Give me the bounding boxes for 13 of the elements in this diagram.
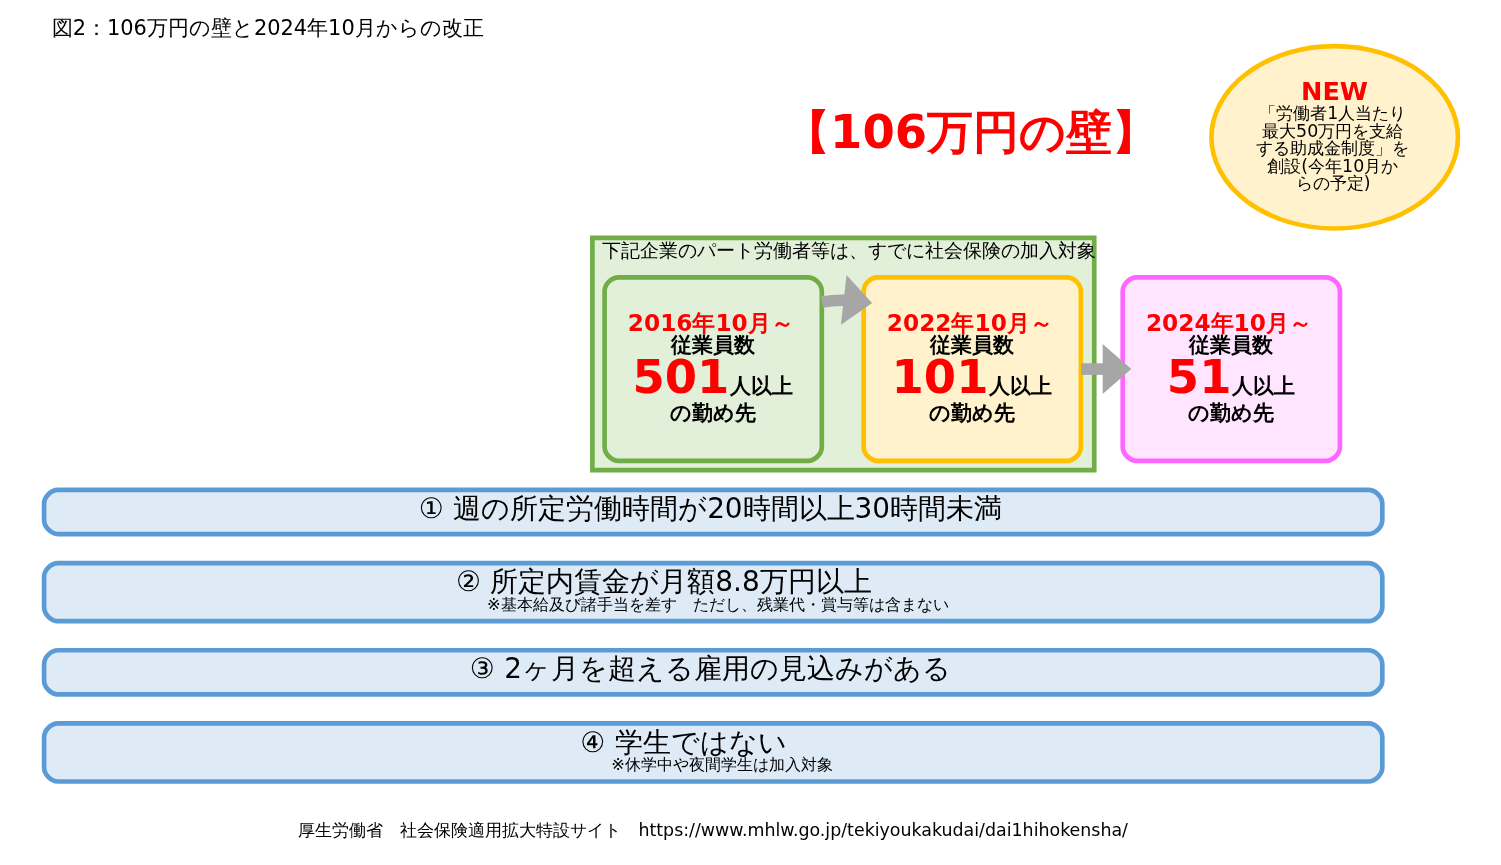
node-box: 2016年10月～ 従業員数 501人以上 の勤め先 (601, 274, 824, 463)
label: 【106万円の壁】 (783, 104, 1158, 159)
node-box: ① 週の所定労働時間が20時間以上30時間未満 (41, 487, 1385, 536)
node-box: 2022年10月～ 従業員数 101人以上 の勤め先 (860, 274, 1083, 463)
node-box: ④ 学生ではない ※休学中や夜間学生は加入対象 (41, 720, 1385, 784)
diagram-title: 図2：106万円の壁と2024年10月からの改正 (51, 15, 484, 40)
node-ellipse: NEW 「労働者1人当たり最大50万円を支給する助成金制度」を創設(今年10月からの予定) (1208, 43, 1460, 231)
label: 厚生労働省 社会保険適用拡大特設サイト https://www.mhlw.go.jp/tekiyoukakudai/dai1hihokensha/ (297, 819, 1128, 840)
arrow (820, 274, 872, 325)
node-box: 2024年10月～ 従業員数 51人以上 の勤め先 (1119, 274, 1342, 463)
node-box: ③ 2ヶ月を超える雇用の見込みがある (41, 647, 1385, 697)
arrow (1080, 343, 1131, 394)
node-box: ② 所定内賃金が月額8.8万円以上 ※基本給及び諸手当を差す ただし、残業代・賞与等は含まない (41, 560, 1385, 623)
